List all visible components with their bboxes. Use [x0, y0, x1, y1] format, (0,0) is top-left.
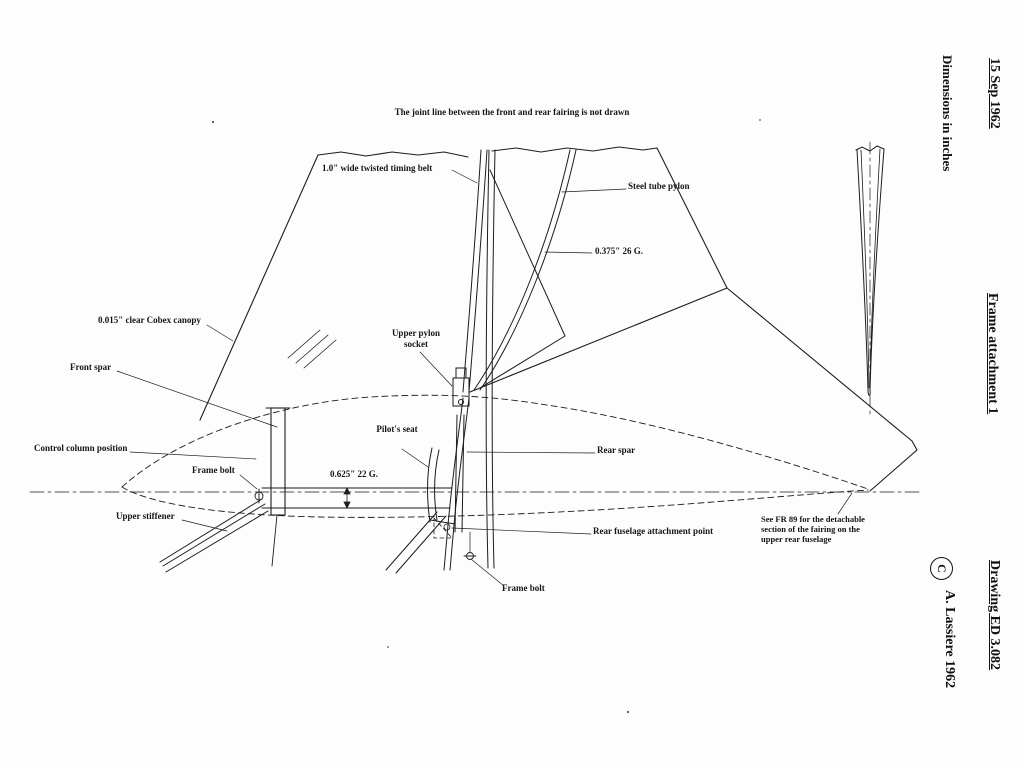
bottom-tube [261, 487, 453, 509]
label-pylon-tube-spec: 0.375" 26 G. [595, 246, 643, 256]
leader-lines [116, 169, 853, 587]
margin-sheet-title: Frame attachment 1 [985, 293, 1000, 415]
pylon-tubes [443, 149, 577, 571]
margin-date: 15 Sep 1962 [987, 58, 1002, 129]
rear-fuselage-outline [726, 287, 918, 492]
label-timing-belt: 1.0" wide twisted timing belt [322, 163, 433, 173]
copyright-icon: C [930, 557, 953, 580]
frame-bolt-lower-detail [463, 531, 477, 560]
margin-dimensions-note: Dimensions in inches [940, 55, 955, 172]
mid-diagonal-tubes [385, 511, 447, 574]
pylon-front-view [855, 141, 885, 415]
rear-spar-detail [454, 414, 465, 533]
rear-attachment-detail [433, 516, 453, 539]
fairing-dashed-outline [121, 394, 869, 518]
label-rear-fuselage-attachment: Rear fuselage attachment point [593, 526, 714, 536]
seat-detail [427, 447, 456, 525]
label-rear-spar: Rear spar [597, 445, 636, 455]
label-bottom-tube-spec: 0.625" 22 G. [330, 469, 378, 479]
label-pilots-seat: Pilot's seat [376, 424, 418, 434]
dimension-arrow [343, 487, 351, 509]
stiffener-tubes [159, 498, 269, 573]
label-canopy: 0.015" clear Cobex canopy [98, 315, 201, 325]
note-joint-line: The joint line between the front and rea… [394, 107, 630, 117]
canopy-glazing-marks [287, 329, 337, 369]
front-spar-detail [265, 407, 291, 567]
label-front-spar: Front spar [70, 362, 112, 372]
label-frame-bolt-upper: Frame bolt [192, 465, 235, 475]
label-upper-pylon-socket: Upper pylon socket [391, 328, 441, 349]
label-upper-stiffener: Upper stiffener [116, 511, 175, 521]
scan-specks [211, 119, 761, 714]
canopy-outline [199, 146, 728, 421]
label-frame-bolt-lower: Frame bolt [502, 583, 545, 593]
label-control-column: Control column position [34, 443, 128, 453]
margin-author-credit: A. Lassiere 1962 [942, 590, 957, 689]
pylon-socket-detail [452, 367, 470, 407]
margin-drawing-number: Drawing ED 3.082 [987, 560, 1002, 671]
label-steel-tube-pylon: Steel tube pylon [628, 181, 690, 191]
note-see-fr89: See FR 89 for the detachable section of … [761, 514, 865, 545]
